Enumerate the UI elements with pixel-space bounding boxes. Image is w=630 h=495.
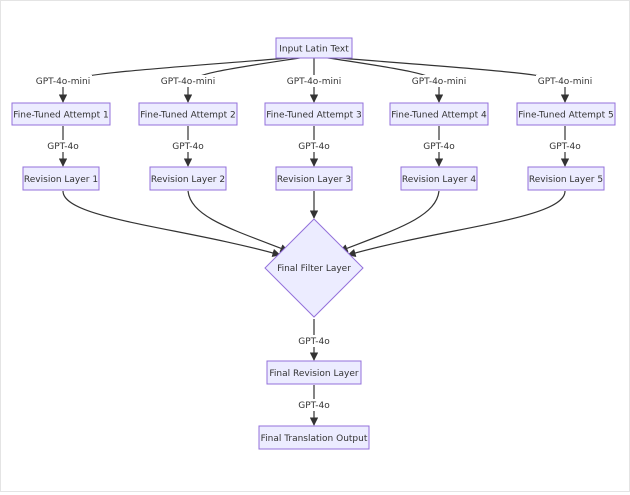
node-revision-layer-5: Revision Layer 5 bbox=[527, 166, 605, 191]
svg-text:Final Filter Layer: Final Filter Layer bbox=[277, 264, 351, 274]
svg-text:Input Latin Text: Input Latin Text bbox=[279, 45, 349, 55]
node-fine-tuned-attempt-3: Fine-Tuned Attempt 3 bbox=[264, 102, 364, 126]
edge-label-attempt-2-to-revision-2: GPT-4o bbox=[170, 140, 206, 152]
svg-text:Revision Layer 3: Revision Layer 3 bbox=[277, 175, 351, 185]
svg-text:GPT-4o: GPT-4o bbox=[172, 142, 204, 152]
svg-text:GPT-4o: GPT-4o bbox=[423, 142, 455, 152]
svg-text:Final Translation Output: Final Translation Output bbox=[261, 434, 368, 444]
edge-revision-1-to-filter bbox=[62, 190, 281, 257]
edge-label-filter-to-final-revision: GPT-4o bbox=[296, 335, 332, 347]
svg-text:GPT-4o-mini: GPT-4o-mini bbox=[412, 77, 466, 87]
svg-text:Fine-Tuned Attempt 4: Fine-Tuned Attempt 4 bbox=[391, 111, 487, 121]
edge-label-input-to-attempt-5: GPT-4o-mini bbox=[536, 75, 594, 87]
svg-text:Revision Layer 2: Revision Layer 2 bbox=[151, 175, 225, 185]
node-revision-layer-1: Revision Layer 1 bbox=[22, 166, 100, 191]
edge-label-final-revision-to-output: GPT-4o bbox=[296, 399, 332, 411]
node-final-revision-layer: Final Revision Layer bbox=[266, 360, 362, 385]
svg-text:Fine-Tuned Attempt 3: Fine-Tuned Attempt 3 bbox=[266, 111, 362, 121]
node-final-translation-output: Final Translation Output bbox=[258, 425, 370, 450]
svg-text:Revision Layer 4: Revision Layer 4 bbox=[402, 175, 476, 185]
node-fine-tuned-attempt-2: Fine-Tuned Attempt 2 bbox=[138, 102, 238, 126]
svg-text:GPT-4o-mini: GPT-4o-mini bbox=[538, 77, 592, 87]
edge-label-input-to-attempt-4: GPT-4o-mini bbox=[410, 75, 468, 87]
edge-revision-5-to-filter bbox=[347, 190, 566, 257]
edge-label-input-to-attempt-1: GPT-4o-mini bbox=[34, 75, 92, 87]
node-fine-tuned-attempt-5: Fine-Tuned Attempt 5 bbox=[516, 102, 616, 126]
node-fine-tuned-attempt-4: Fine-Tuned Attempt 4 bbox=[389, 102, 489, 126]
edge-label-attempt-5-to-revision-5: GPT-4o bbox=[547, 140, 583, 152]
edge-label-attempt-1-to-revision-1: GPT-4o bbox=[45, 140, 81, 152]
svg-text:GPT-4o: GPT-4o bbox=[298, 142, 330, 152]
svg-text:GPT-4o: GPT-4o bbox=[549, 142, 581, 152]
svg-text:GPT-4o: GPT-4o bbox=[47, 142, 79, 152]
edge-label-attempt-4-to-revision-4: GPT-4o bbox=[421, 140, 457, 152]
node-revision-layer-4: Revision Layer 4 bbox=[400, 166, 478, 191]
svg-text:Revision Layer 5: Revision Layer 5 bbox=[529, 175, 603, 185]
svg-text:GPT-4o: GPT-4o bbox=[298, 401, 330, 411]
svg-text:Revision Layer 1: Revision Layer 1 bbox=[24, 175, 98, 185]
svg-text:Fine-Tuned Attempt 1: Fine-Tuned Attempt 1 bbox=[13, 111, 109, 121]
node-revision-layer-3: Revision Layer 3 bbox=[275, 166, 353, 191]
svg-text:Fine-Tuned Attempt 2: Fine-Tuned Attempt 2 bbox=[140, 111, 236, 121]
svg-text:GPT-4o-mini: GPT-4o-mini bbox=[36, 77, 90, 87]
edge-label-attempt-3-to-revision-3: GPT-4o bbox=[296, 140, 332, 152]
node-input-latin-text: Input Latin Text bbox=[275, 37, 353, 59]
svg-text:GPT-4o-mini: GPT-4o-mini bbox=[161, 77, 215, 87]
edge-label-input-to-attempt-3: GPT-4o-mini bbox=[285, 75, 343, 87]
node-fine-tuned-attempt-1: Fine-Tuned Attempt 1 bbox=[11, 102, 111, 126]
svg-text:Fine-Tuned Attempt 5: Fine-Tuned Attempt 5 bbox=[518, 111, 614, 121]
svg-text:Final Revision Layer: Final Revision Layer bbox=[269, 369, 358, 379]
svg-text:GPT-4o: GPT-4o bbox=[298, 337, 330, 347]
node-revision-layer-2: Revision Layer 2 bbox=[149, 166, 227, 191]
edge-revision-4-to-filter bbox=[339, 190, 440, 253]
edge-label-input-to-attempt-2: GPT-4o-mini bbox=[159, 75, 217, 87]
node-final-filter-layer: Final Filter Layer bbox=[264, 218, 364, 318]
edge-revision-2-to-filter bbox=[187, 190, 289, 253]
svg-text:GPT-4o-mini: GPT-4o-mini bbox=[287, 77, 341, 87]
